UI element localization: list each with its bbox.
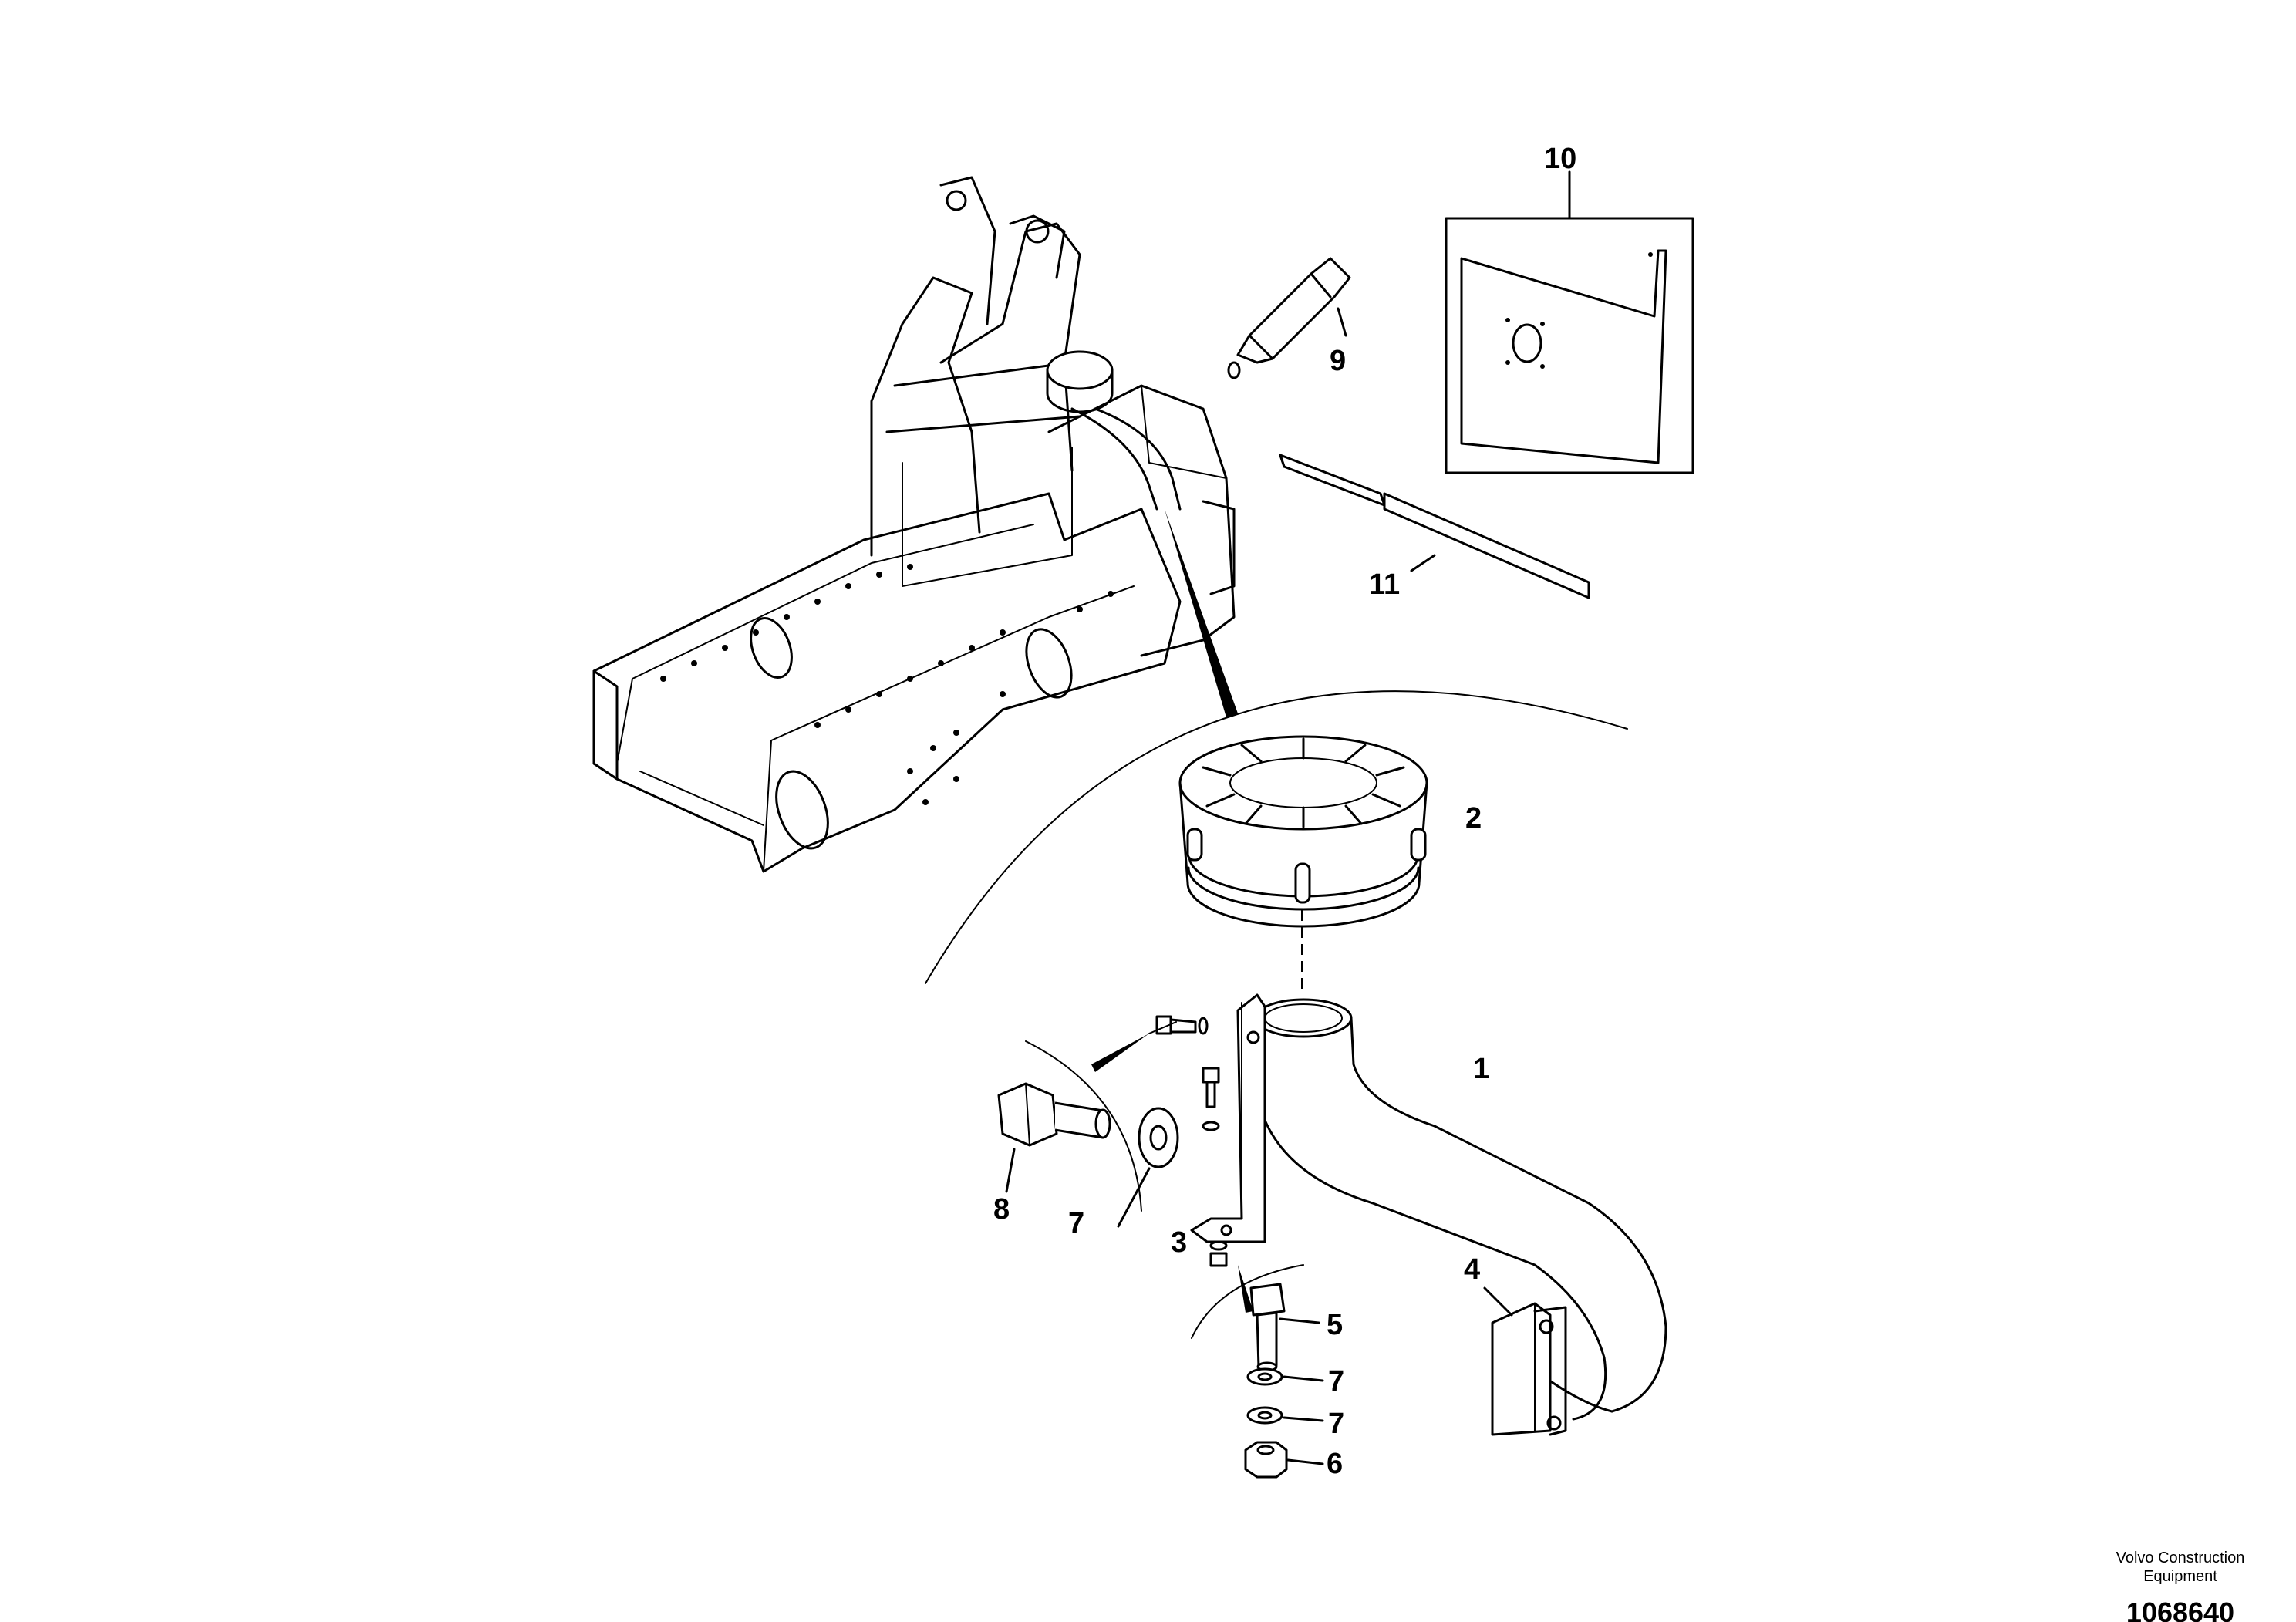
callout-7-washer: 7 bbox=[1068, 1207, 1084, 1239]
insulation-sheet-panel bbox=[1445, 170, 1694, 474]
callout-4: 4 bbox=[1464, 1253, 1480, 1286]
air-filter-cap bbox=[1178, 735, 1428, 928]
detail-bolt-washer bbox=[997, 1021, 1179, 1228]
mounting-bracket bbox=[1155, 993, 1266, 1267]
callout-7-lower: 7 bbox=[1328, 1408, 1344, 1440]
intake-pipe bbox=[1254, 998, 1667, 1421]
callout-2: 2 bbox=[1465, 802, 1482, 835]
drawing-number: 1068640 bbox=[2126, 1597, 2235, 1622]
callout-9: 9 bbox=[1330, 345, 1346, 377]
company-name-line2: Equipment bbox=[2143, 1568, 2217, 1585]
callout-6: 6 bbox=[1327, 1448, 1343, 1480]
sealant-tube bbox=[1227, 257, 1351, 379]
callout-8: 8 bbox=[993, 1193, 1010, 1226]
drawing-footer: Volvo Construction Equipment 1068640 bbox=[2088, 1549, 2273, 1622]
detail-screw-nut bbox=[1191, 1264, 1324, 1479]
sealing-strip bbox=[1279, 454, 1590, 599]
callout-10: 10 bbox=[1544, 143, 1576, 175]
callout-11: 11 bbox=[1369, 568, 1400, 601]
detail-zoom-arc bbox=[925, 690, 1628, 984]
callout-3: 3 bbox=[1171, 1226, 1187, 1259]
callout-5: 5 bbox=[1327, 1309, 1343, 1341]
callout-1: 1 bbox=[1473, 1053, 1489, 1085]
machine-frame-illustration bbox=[592, 176, 1238, 873]
callout-7-upper: 7 bbox=[1328, 1365, 1344, 1398]
company-name-line1: Volvo Construction bbox=[2116, 1549, 2245, 1566]
pipe-clamp-bracket bbox=[1483, 1286, 1567, 1436]
